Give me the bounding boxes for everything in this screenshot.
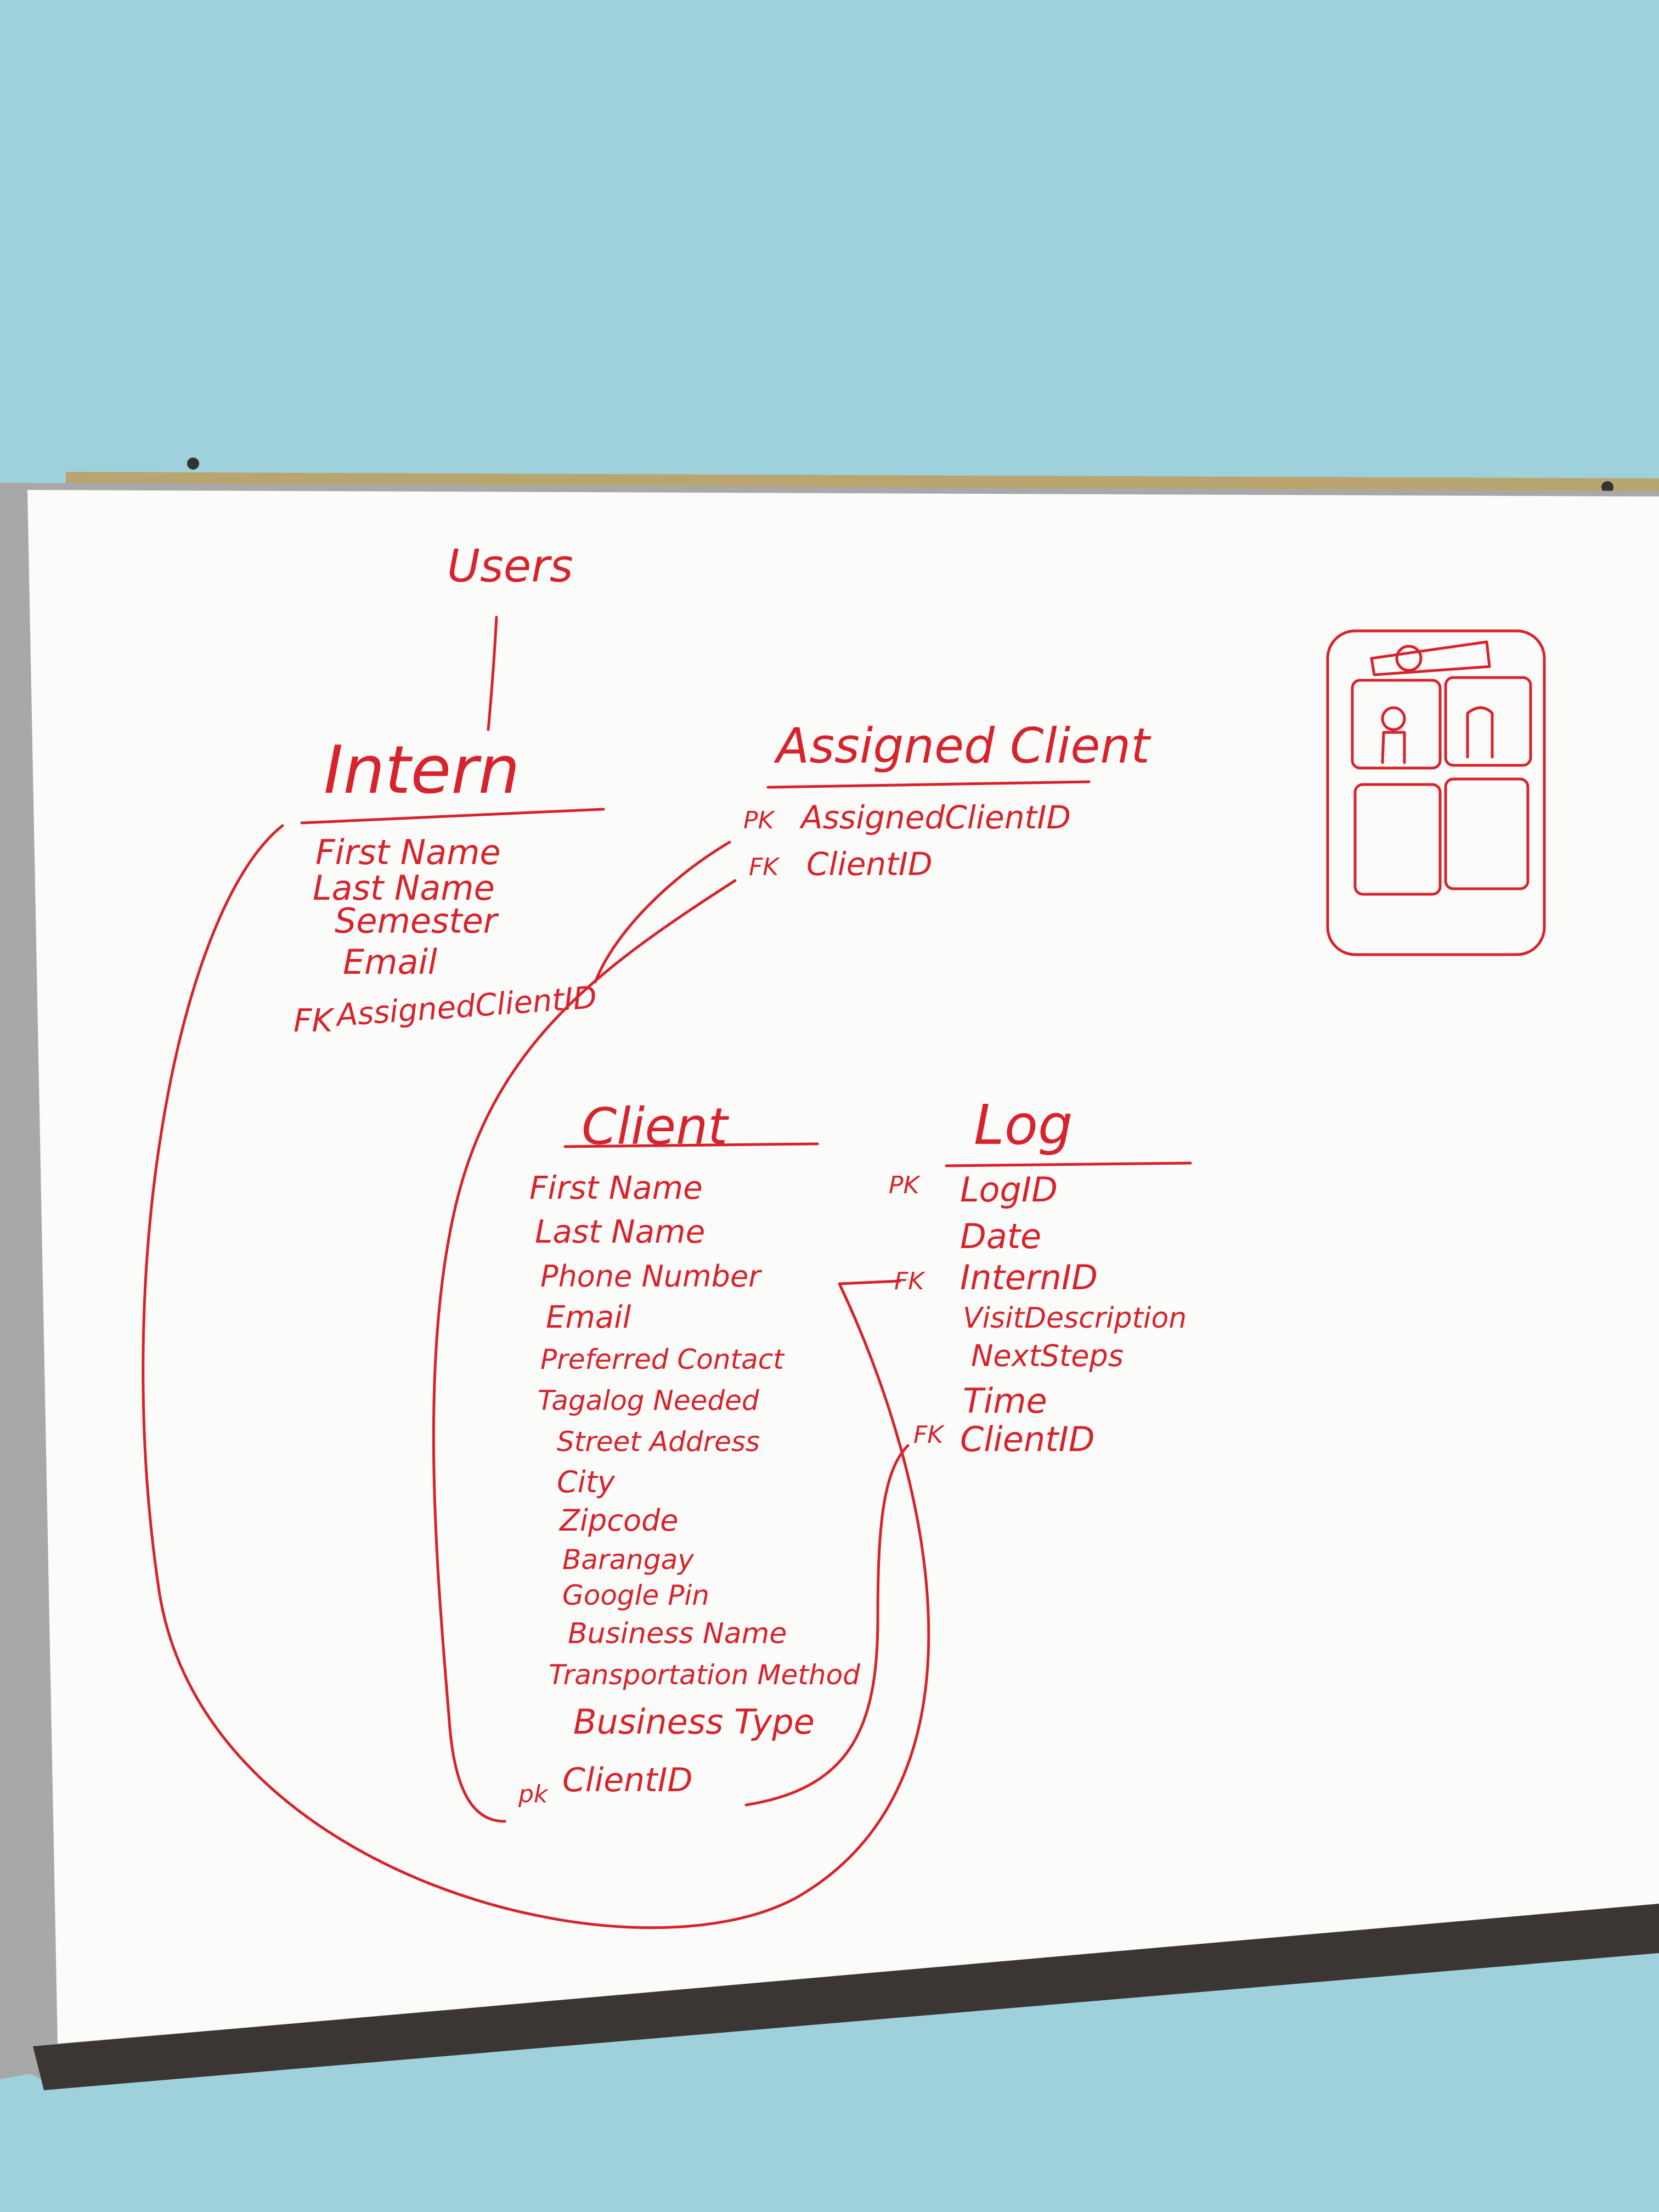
mount-screw: [1601, 481, 1613, 493]
assigned-client-fk-prefix: FK: [749, 853, 780, 881]
board-surface: [27, 490, 1659, 2044]
intern-assigned-client-relationship: [594, 840, 731, 984]
assigned-client-title: Assigned Client: [774, 718, 1152, 774]
client-field: Tagalog Needed: [538, 1385, 759, 1417]
log-fk-prefix: FK: [913, 1421, 945, 1449]
assigned-client-pk-prefix: PK: [743, 806, 776, 834]
client-field: Business Name: [568, 1617, 787, 1650]
log-pk-field: LogID: [960, 1170, 1058, 1210]
log-fk-client: ClientID: [960, 1419, 1095, 1459]
intern-title: Intern: [324, 732, 520, 809]
client-field: Phone Number: [540, 1259, 762, 1294]
client-field: Email: [546, 1300, 631, 1335]
assigned-client-underline: [766, 780, 1091, 789]
log-title: Log: [974, 1093, 1073, 1157]
users-label: Users: [447, 540, 573, 592]
assigned-client-pk-field: AssignedClientID: [799, 799, 1071, 836]
assigned-client-client-relationship: [432, 879, 737, 1823]
phone-wireframe-sketch: [1326, 629, 1546, 956]
client-field: Zipcode: [558, 1503, 679, 1538]
client-field: First Name: [529, 1169, 703, 1206]
log-field: Date: [960, 1216, 1041, 1256]
intern-underline: [300, 808, 605, 825]
log-field: Time: [963, 1381, 1047, 1421]
intern-field: Semester: [335, 901, 499, 941]
client-underline: [563, 1142, 819, 1148]
log-field: NextSteps: [971, 1339, 1124, 1373]
client-field: Business Type: [573, 1702, 815, 1742]
client-pk-field: ClientID: [562, 1761, 693, 1799]
intern-field: First Name: [315, 832, 501, 872]
client-pk-prefix: pk: [518, 1780, 549, 1808]
client-field: Google Pin: [562, 1579, 709, 1611]
intern-field: Last Name: [313, 868, 495, 908]
log-fk-intern: InternID: [960, 1257, 1098, 1297]
log-field: VisitDescription: [963, 1302, 1187, 1335]
log-underline: [945, 1161, 1192, 1167]
assigned-client-fk-field: ClientID: [806, 845, 933, 883]
log-pk-prefix: PK: [889, 1171, 921, 1199]
mount-screw: [187, 458, 199, 470]
users-connector: [487, 616, 498, 731]
client-field: Transportation Method: [549, 1659, 860, 1691]
client-field: City: [557, 1465, 616, 1499]
intern-log-relationship: [142, 824, 930, 1929]
client-field: Barangay: [562, 1544, 695, 1576]
intern-fk-prefix: FK: [294, 1002, 335, 1039]
marker-tray: [33, 1904, 1659, 2090]
client-field: Last Name: [535, 1213, 705, 1250]
client-log-relationship: [744, 1444, 910, 1807]
intern-field: Email: [343, 942, 437, 982]
client-field: Preferred Contact: [540, 1344, 785, 1375]
client-field: Street Address: [557, 1426, 760, 1458]
